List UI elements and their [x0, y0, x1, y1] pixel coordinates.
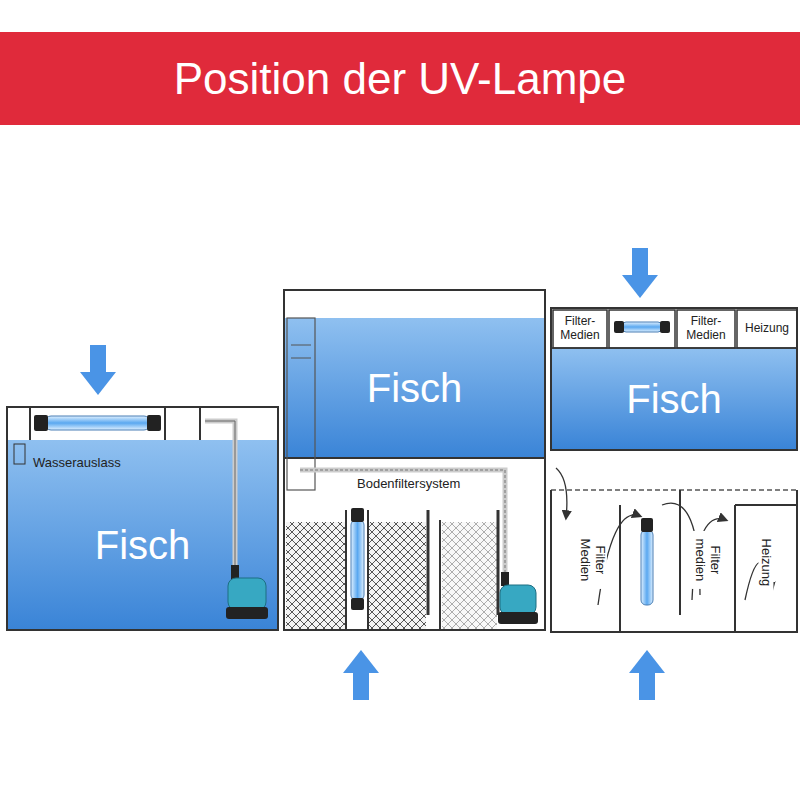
fish-label: Fisch [285, 365, 544, 411]
sump-label: Bodenfiltersystem [357, 477, 460, 492]
tank-water: WasserauslassFisch [7, 440, 278, 630]
compartment-label: Heizung [739, 322, 795, 336]
compartment-label: Filter Medien [577, 531, 607, 589]
compartment-label: Filter-Medien [555, 315, 605, 343]
filter-compartment: Filter-Medien [553, 310, 607, 348]
filter-compartment: Filter-Medien [677, 310, 735, 348]
title-text: Position der UV-Lampe [0, 32, 800, 125]
compartment-label: Heizung [759, 522, 774, 602]
bottom-filter-sump: Bodenfiltersystem [285, 458, 544, 630]
fish-label: Fisch [552, 376, 796, 422]
compartment-label: Filter-Medien [679, 315, 733, 343]
fish-label: Fisch [7, 522, 278, 568]
tank-water: Fisch [552, 348, 796, 449]
outlet-label: Wasserauslass [33, 456, 121, 471]
compartment-label: Filter medien [692, 531, 722, 589]
tank-water: Fisch [285, 318, 544, 458]
heater-compartment: Heizung [737, 310, 797, 348]
